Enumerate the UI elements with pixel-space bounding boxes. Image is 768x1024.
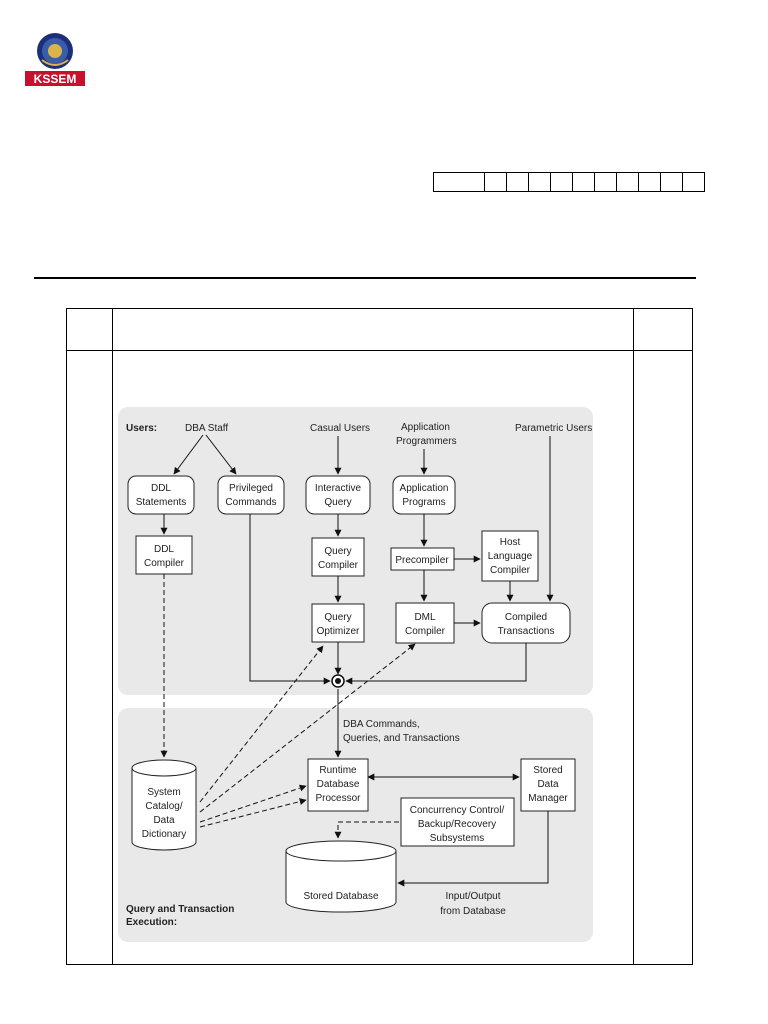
compiled-transactions-label: Compiled (505, 612, 547, 623)
logo-text: KSSEM (34, 72, 77, 86)
usn-cell (484, 173, 506, 191)
query-optimizer-box (311, 603, 365, 643)
question-table (66, 308, 693, 965)
usn-cell (594, 173, 616, 191)
application-programs-label: Programs (402, 497, 445, 508)
stored-database-cylinder (285, 851, 397, 913)
table-column-divider (112, 309, 113, 964)
usn-cell (682, 173, 704, 191)
dbms-architecture-diagram: Users: Query and Transaction Execution: … (118, 402, 596, 947)
concurrency-control-label: Concurrency Control/ (410, 805, 505, 816)
usn-cell (506, 173, 528, 191)
ddl-compiler-box (135, 535, 193, 575)
usn-cell (638, 173, 660, 191)
usn-entry-box (433, 172, 705, 192)
precompiler-label: Precompiler (395, 555, 449, 566)
header-divider (34, 277, 696, 279)
execution-region-label: Execution: (126, 917, 177, 928)
privileged-commands-label: Privileged (229, 483, 273, 494)
concurrency-control-label: Backup/Recovery (418, 819, 496, 830)
query-compiler-label: Compiler (318, 560, 359, 571)
stored-database-cylinder-top (285, 840, 397, 862)
application-programs-label: Application (400, 483, 449, 494)
host-language-compiler-box (481, 530, 539, 582)
system-catalog-label: Data (153, 815, 175, 826)
ddl-statements-label: DDL (151, 483, 171, 494)
usn-cell (528, 173, 550, 191)
usn-cell (550, 173, 572, 191)
catalog-access-arrows (160, 574, 416, 839)
query-optimizer-label: Query (324, 612, 351, 623)
dba-staff-label: DBA Staff (185, 423, 228, 434)
privileged-commands-label: Commands (225, 497, 276, 508)
input-output-annotation: Input/Output (445, 891, 500, 902)
concurrency-control-box (400, 797, 515, 847)
parametric-users-label: Parametric Users (515, 423, 592, 434)
runtime-processor-label: Database (317, 779, 360, 790)
table-column-divider (633, 309, 634, 964)
interactive-query-box (305, 475, 371, 515)
casual-users-label: Casual Users (310, 423, 370, 434)
ddl-statements-label: Statements (136, 497, 187, 508)
compiled-transactions-box (481, 602, 571, 644)
runtime-processor-label: Processor (315, 793, 361, 804)
application-programmers-label: Application (401, 422, 450, 433)
application-programs-box (392, 475, 456, 515)
usn-cell (660, 173, 682, 191)
dml-compiler-box (395, 602, 455, 644)
table-header-divider (67, 350, 692, 351)
input-output-annotation: from Database (440, 906, 506, 917)
dba-commands-annotation: Queries, and Transactions (343, 733, 460, 744)
runtime-database-processor-box (307, 758, 369, 812)
host-language-compiler-label: Language (488, 551, 533, 562)
system-catalog-label: Catalog/ (145, 801, 182, 812)
system-catalog-label: System (147, 787, 180, 798)
query-compiler-box (311, 537, 365, 577)
host-language-compiler-label: Compiler (490, 565, 531, 576)
usn-cell (616, 173, 638, 191)
runtime-processor-label: Runtime (319, 765, 357, 776)
privileged-commands-box (217, 475, 285, 515)
stored-database-label: Stored Database (303, 891, 378, 902)
stored-data-manager-label: Stored (533, 765, 562, 776)
stored-data-manager-label: Data (537, 779, 559, 790)
dml-compiler-label: Compiler (405, 626, 446, 637)
host-language-compiler-label: Host (500, 537, 521, 548)
kssem-logo: KSSEM (22, 30, 88, 90)
system-catalog-label: Dictionary (142, 829, 186, 840)
compiled-transactions-label: Transactions (498, 626, 555, 637)
ddl-compiler-label: Compiler (144, 558, 185, 569)
dba-commands-annotation: DBA Commands, (343, 719, 420, 730)
interactive-query-label: Interactive (315, 483, 362, 494)
dml-compiler-label: DML (414, 612, 436, 623)
system-catalog-cylinder (131, 768, 197, 851)
application-programmers-label: Programmers (396, 436, 457, 447)
ddl-compiler-label: DDL (154, 544, 174, 555)
query-optimizer-label: Optimizer (317, 626, 360, 637)
stored-data-manager-label: Manager (528, 793, 568, 804)
execution-region-label: Query and Transaction (126, 904, 234, 915)
interactive-query-label: Query (324, 497, 351, 508)
ddl-statements-box (127, 475, 195, 515)
usn-cell (572, 173, 594, 191)
stored-data-manager-box (520, 758, 576, 812)
query-compiler-label: Query (324, 546, 351, 557)
users-region-label: Users: (126, 423, 157, 434)
kssem-seal-logo-icon: KSSEM (25, 33, 85, 86)
junction-node-center (335, 678, 341, 684)
system-catalog-cylinder-top (131, 759, 197, 777)
usn-cell (434, 173, 484, 191)
flow-arrows (160, 434, 554, 887)
concurrency-control-label: Subsystems (430, 833, 484, 844)
